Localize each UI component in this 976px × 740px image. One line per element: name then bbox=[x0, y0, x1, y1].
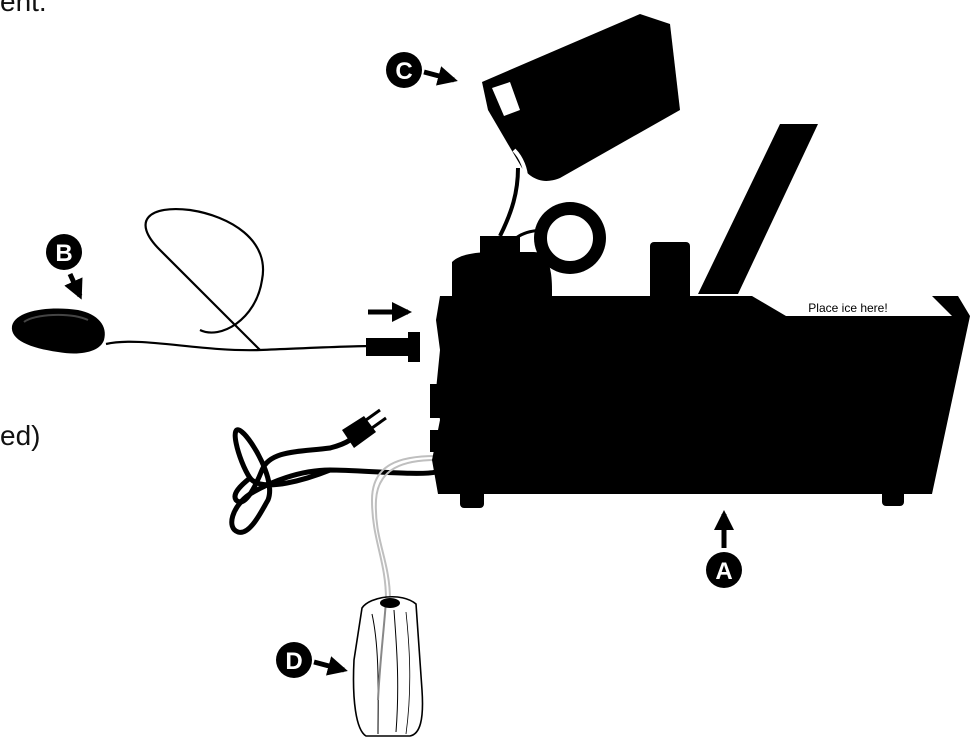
callout-a: A bbox=[706, 510, 742, 588]
callout-d: D bbox=[276, 642, 348, 678]
svg-text:B: B bbox=[55, 240, 72, 267]
bag-tie bbox=[380, 598, 400, 608]
cut-off-text-top: ent. bbox=[0, 0, 47, 17]
fluid-pour bbox=[498, 167, 520, 237]
remote-connector bbox=[366, 338, 408, 356]
ice-tray-label: Place ice here! bbox=[808, 301, 887, 315]
svg-text:C: C bbox=[395, 58, 412, 85]
power-cord bbox=[229, 408, 439, 535]
fluid-tube bbox=[370, 455, 437, 601]
callout-b: B bbox=[46, 234, 83, 300]
power-plug bbox=[342, 416, 376, 448]
fluid-jug bbox=[482, 14, 680, 237]
svg-text:A: A bbox=[715, 558, 732, 585]
remote-control bbox=[11, 208, 420, 362]
callout-c: C bbox=[386, 52, 458, 88]
fog-machine-body bbox=[430, 124, 970, 508]
fluid-cap bbox=[510, 202, 606, 274]
ice-tray: Place ice here! bbox=[752, 296, 952, 316]
drain-bag bbox=[352, 595, 424, 737]
cut-off-text-left: ed) bbox=[0, 420, 41, 451]
svg-text:D: D bbox=[285, 648, 302, 675]
